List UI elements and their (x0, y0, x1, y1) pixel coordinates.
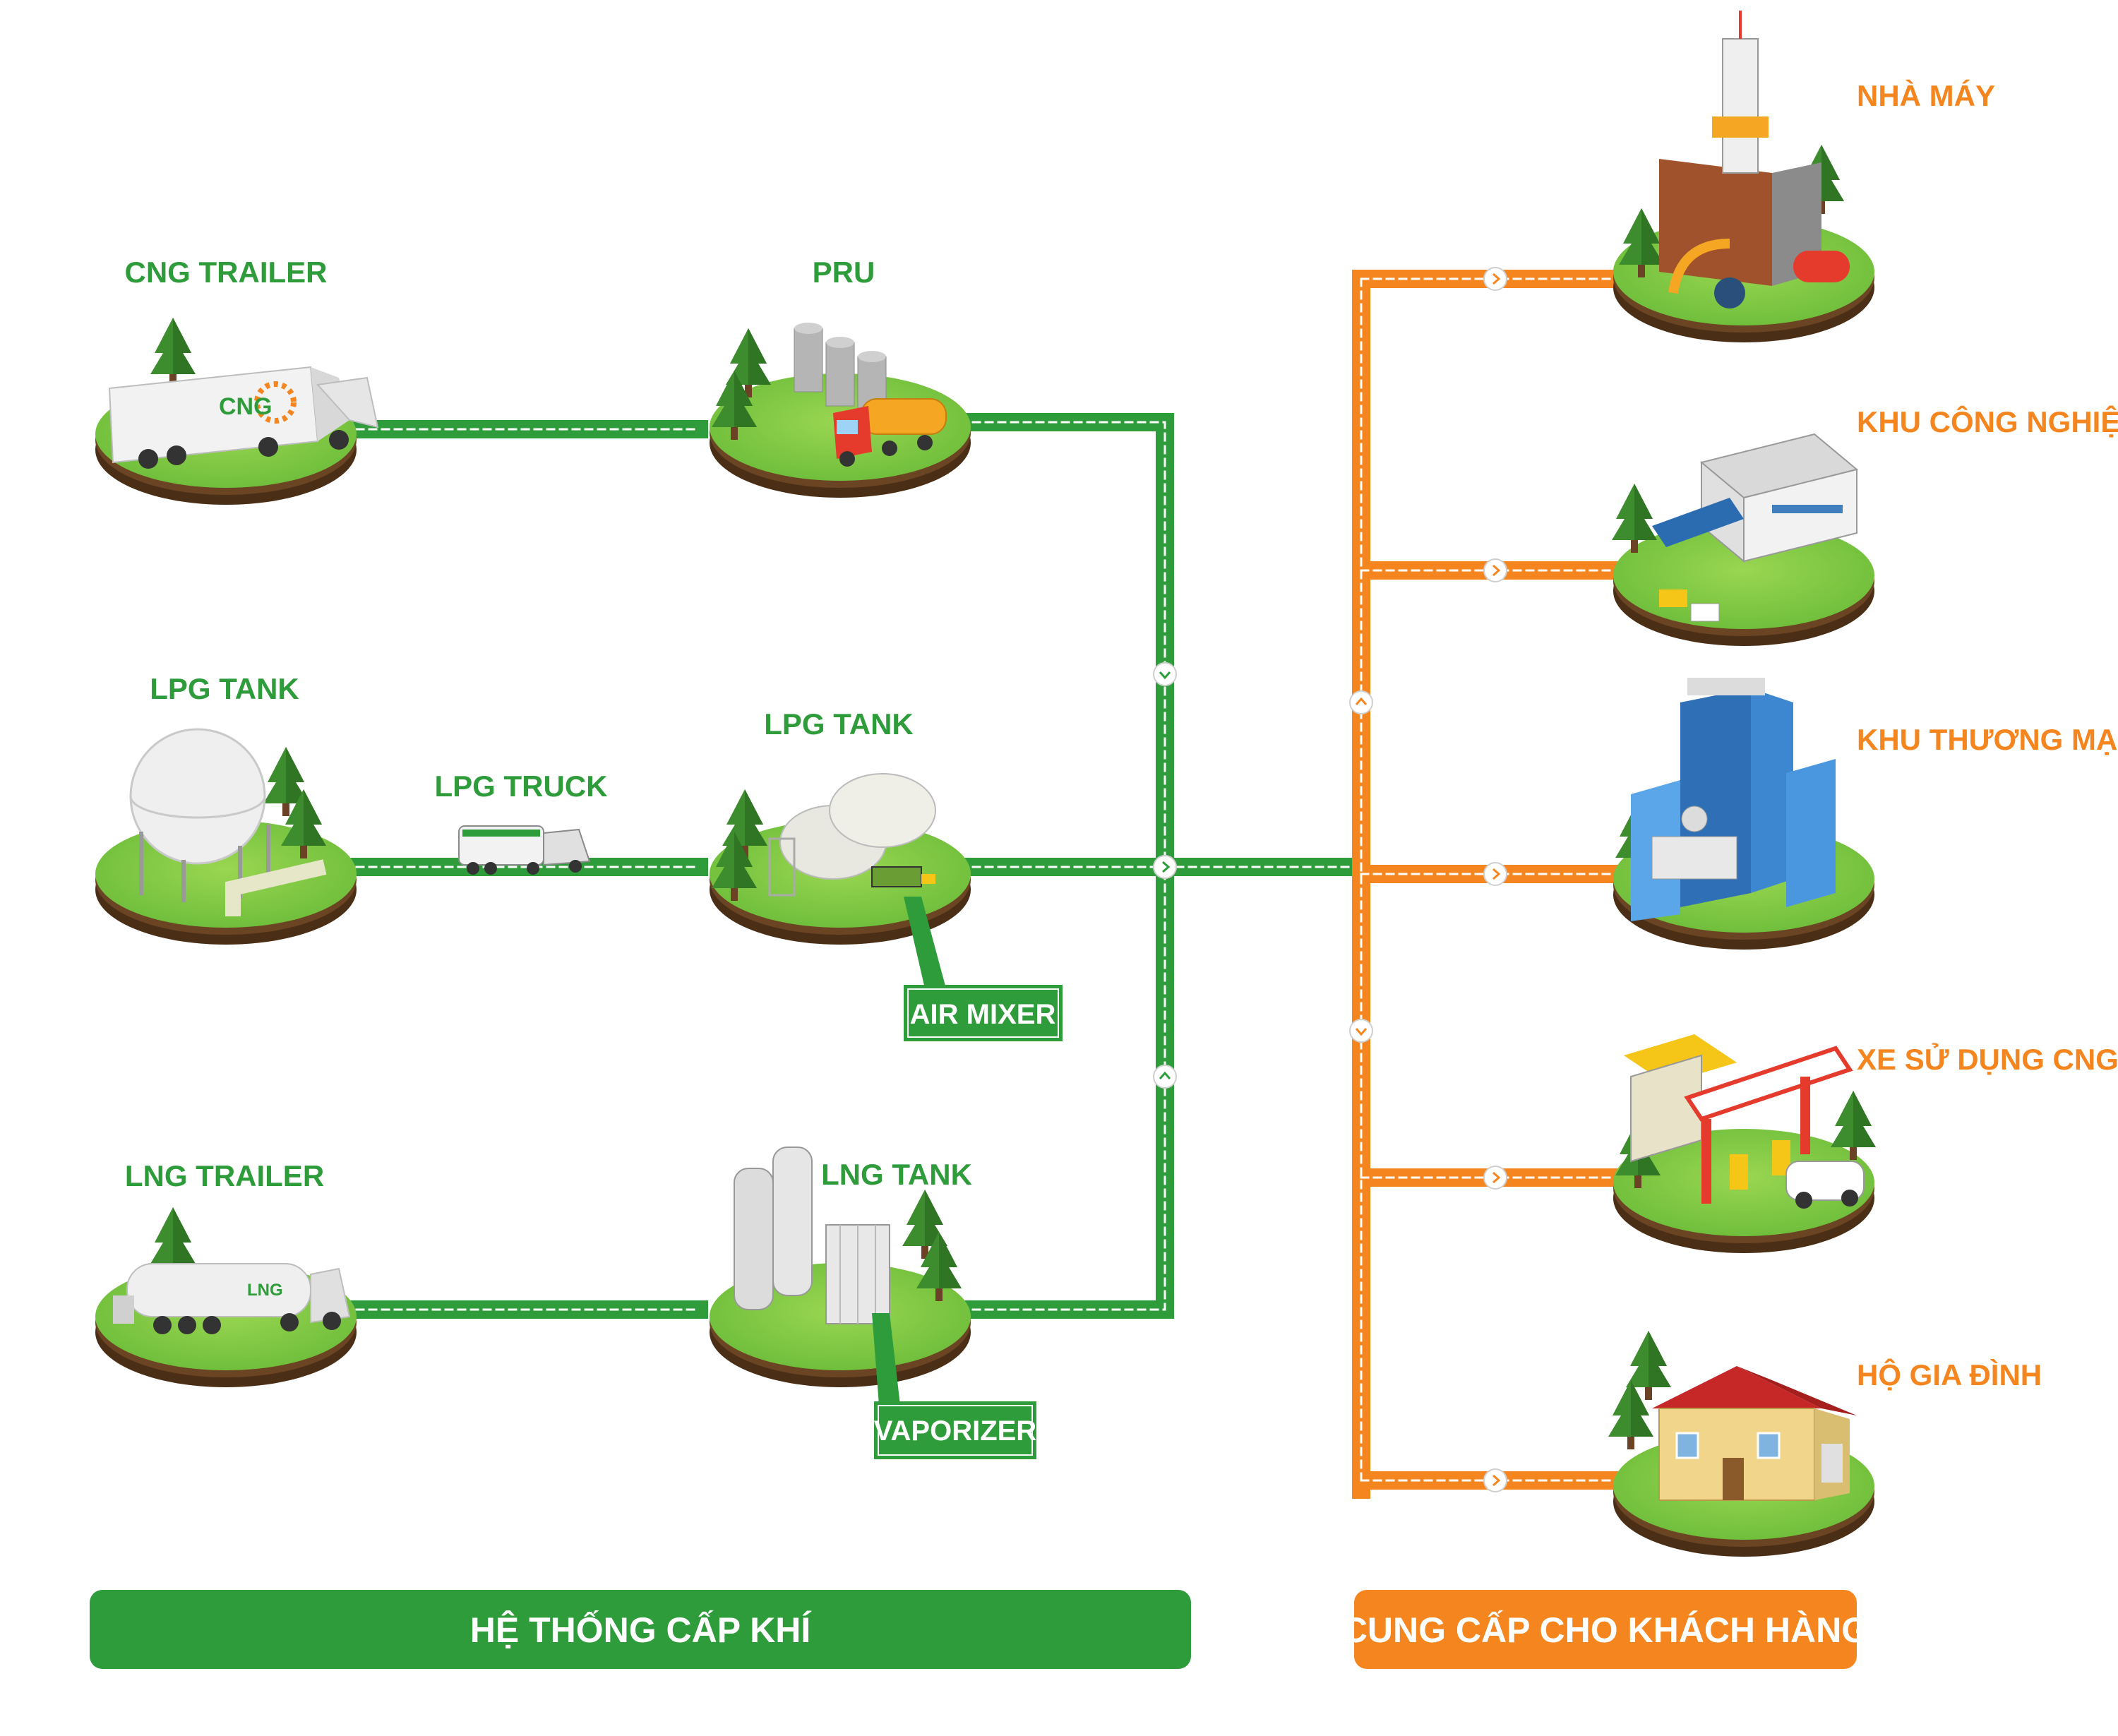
truck-icon (833, 398, 947, 467)
vaporizer-tag: VAPORIZER (872, 1313, 1036, 1459)
label-cng-trailer: CNG TRAILER (125, 256, 328, 289)
label-lpg-tank-source: LPG TANK (150, 672, 299, 705)
tank-icon (129, 728, 327, 916)
tank-icon (734, 1147, 890, 1324)
pru-node (710, 323, 971, 498)
air-mixer-tag: AIR MIXER (904, 897, 1063, 1041)
arrow-right-icon (1483, 862, 1507, 886)
label-air-mixer: AIR MIXER (910, 999, 1056, 1030)
lng-logo: LNG (247, 1281, 283, 1300)
banner-customer-supply: CUNG CẤP CHO KHÁCH HÀNG (1342, 1610, 1869, 1650)
arrow-right-icon (1483, 1166, 1507, 1190)
cng-trailer-node: CNG (95, 318, 379, 505)
supply-system-banner: HỆ THỐNG CẤP KHÍ (90, 1590, 1191, 1669)
truck-icon (113, 1263, 351, 1334)
arrow-up-icon (1349, 690, 1373, 714)
tree-icon (150, 318, 196, 387)
customer-supply-banner: CUNG CẤP CHO KHÁCH HÀNG (1342, 1590, 1869, 1669)
arrow-right-icon (1153, 855, 1177, 879)
arrow-down-icon (1349, 1019, 1373, 1043)
gas-station-icon (1624, 1034, 1865, 1209)
label-lng-tank: LNG TANK (821, 1158, 972, 1191)
household-node (1608, 1331, 1874, 1557)
supply-pipelines (347, 413, 1370, 1319)
label-industrial-zone: KHU CÔNG NGHIỆP (1857, 405, 2118, 438)
label-cng-vehicles: XE SỬ DỤNG CNG (1857, 1042, 2118, 1076)
arrow-up-icon (1153, 1065, 1177, 1089)
label-lpg-tank-station: LPG TANK (764, 707, 914, 741)
label-lpg-truck: LPG TRUCK (435, 770, 608, 803)
factory-icon (1659, 11, 1850, 309)
building-icon (1652, 433, 1859, 622)
truck-icon (458, 825, 591, 875)
commercial-zone-node (1613, 678, 1874, 950)
lpg-tank-source-node (95, 728, 357, 945)
house-icon (1652, 1366, 1857, 1501)
arrow-right-icon (1483, 1468, 1507, 1492)
banner-supply-system: HỆ THỐNG CẤP KHÍ (470, 1610, 812, 1650)
lng-trailer-node: LNG (95, 1207, 357, 1387)
industrial-zone-node (1612, 433, 1874, 646)
lpg-truck (458, 825, 591, 875)
lng-tank-node (710, 1147, 971, 1387)
label-factory: NHÀ MÁY (1857, 79, 1995, 112)
arrow-down-icon (1153, 662, 1177, 686)
building-icon (1631, 678, 1836, 921)
arrow-right-icon (1483, 267, 1507, 291)
tank-icon (768, 773, 936, 897)
truck-icon (108, 366, 379, 469)
label-vaporizer: VAPORIZER (874, 1415, 1037, 1447)
lpg-tank-station-node (710, 773, 971, 945)
label-commercial-zone: KHU THƯƠNG MẠI (1857, 723, 2118, 756)
label-lng-trailer: LNG TRAILER (125, 1159, 324, 1192)
label-household: HỘ GIA ĐÌNH (1857, 1358, 2042, 1391)
factory-node (1613, 11, 1874, 342)
label-pru: PRU (813, 256, 875, 289)
cng-vehicles-node (1613, 1034, 1876, 1253)
cng-logo: CNG (219, 393, 273, 420)
arrow-right-icon (1483, 558, 1507, 582)
air-mixer-equipment (871, 866, 935, 887)
customer-pipelines (1352, 270, 1619, 1499)
